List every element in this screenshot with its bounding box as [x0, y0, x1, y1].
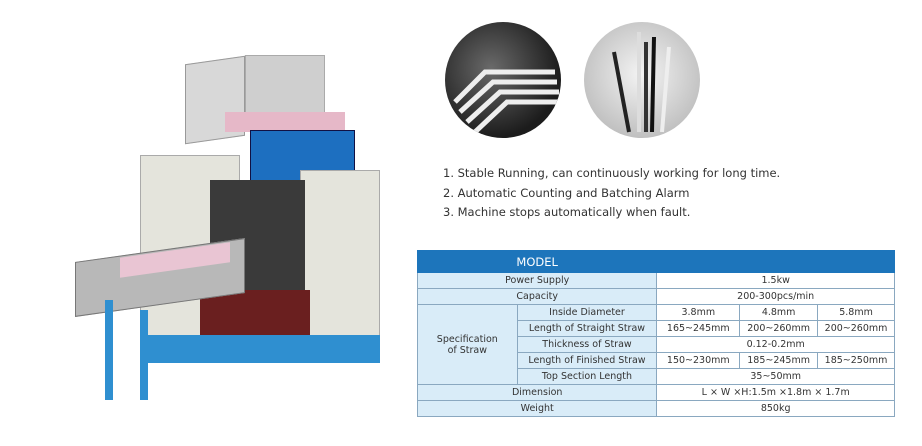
- inside-value: 4.8mm: [739, 304, 819, 321]
- thickness-value: 0.12-0.2mm: [656, 336, 895, 353]
- feature-item: 2. Automatic Counting and Batching Alarm: [443, 185, 690, 200]
- top-label: Top Section Length: [516, 368, 658, 385]
- capacity-label: Capacity: [416, 288, 658, 305]
- feature-item: 3. Machine stops automatically when faul…: [443, 205, 691, 219]
- dimension-label: Dimension: [416, 384, 658, 401]
- top-value: 35~50mm: [656, 368, 895, 385]
- finished-value: 150~230mm: [656, 352, 741, 369]
- header-model: MODEL: [416, 250, 658, 273]
- finished-value: 185~245mm: [739, 352, 819, 369]
- power-label: Power Supply: [416, 272, 658, 289]
- straws-in-glass-photo: [584, 22, 700, 138]
- straight-label: Length of Straight Straw: [516, 320, 658, 337]
- inside-value: 5.8mm: [817, 304, 895, 321]
- straight-value: 200~260mm: [817, 320, 895, 337]
- straight-value: 200~260mm: [739, 320, 819, 337]
- capacity-value: 200-300pcs/min: [656, 288, 895, 305]
- thickness-label: Thickness of Straw: [516, 336, 658, 353]
- feature-list: 1. Stable Running, can continuously work…: [443, 164, 780, 223]
- straight-value: 165~245mm: [656, 320, 741, 337]
- bent-straws-photo: [445, 22, 561, 138]
- inside-value: 3.8mm: [656, 304, 741, 321]
- finished-value: 185~250mm: [817, 352, 895, 369]
- finished-label: Length of Finished Straw: [516, 352, 658, 369]
- inside-label: Inside Diameter: [516, 304, 658, 321]
- weight-label: Weight: [416, 400, 658, 417]
- power-value: 1.5kw: [656, 272, 895, 289]
- dimension-value: L × W ×H:1.5m ×1.8m × 1.7m: [656, 384, 895, 401]
- weight-value: 850kg: [656, 400, 895, 417]
- feature-item: 1. Stable Running, can continuously work…: [443, 166, 781, 180]
- machine-photo: [60, 50, 410, 415]
